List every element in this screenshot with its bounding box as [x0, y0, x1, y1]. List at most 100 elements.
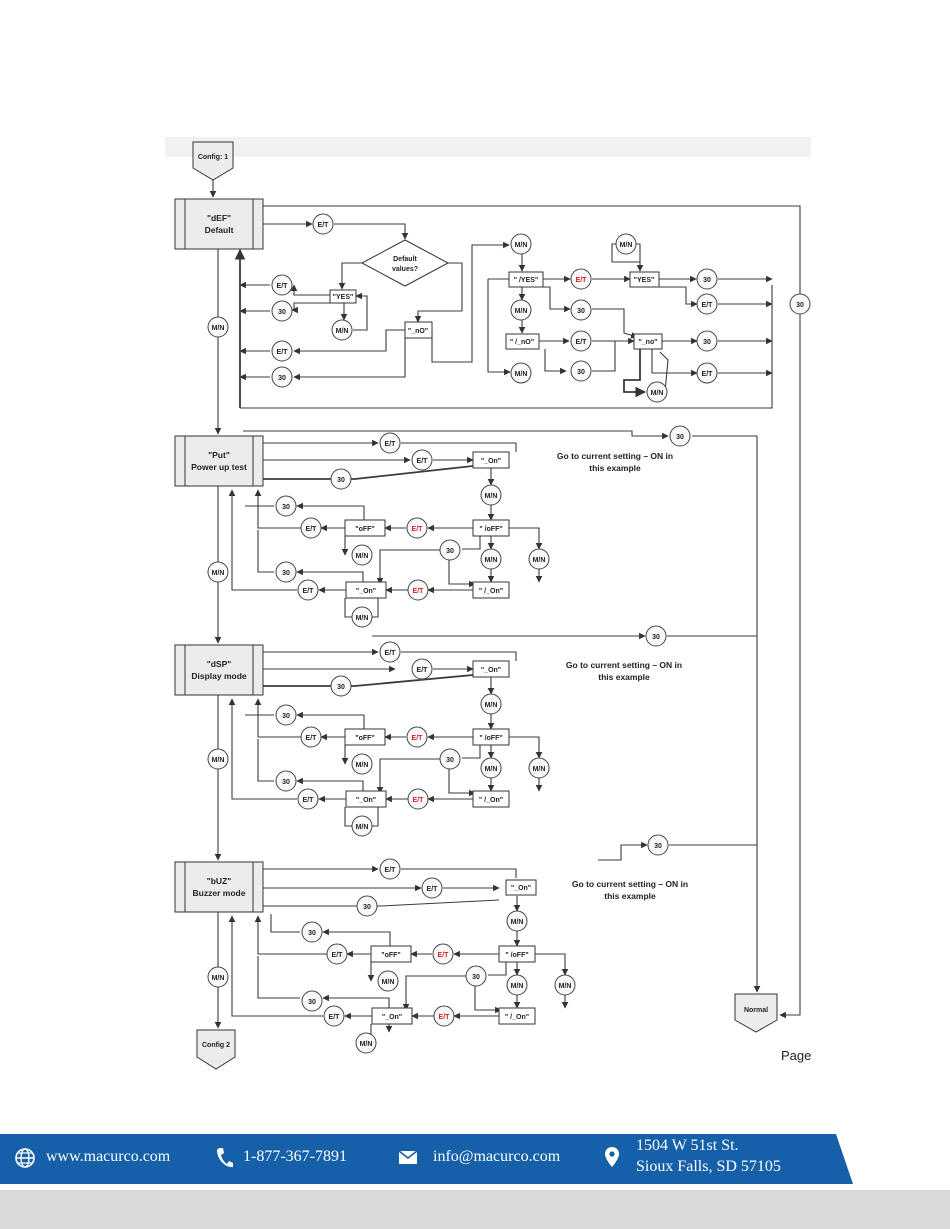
step-circle [480, 484, 502, 506]
flow-arrow [344, 598, 352, 618]
node-label: 30 [278, 375, 286, 382]
state-box [174, 435, 264, 487]
node-label: 30 [282, 504, 290, 511]
node-label: 30 [796, 302, 804, 309]
node-label: "oFF" [355, 735, 374, 742]
flow-arrow [509, 736, 543, 759]
node-label: M/N [356, 553, 369, 560]
flow-arrow [488, 962, 507, 976]
node-label: this example [604, 891, 656, 901]
node-label: " /oFF" [479, 526, 502, 533]
flow-arrow [535, 953, 569, 976]
state-box [472, 519, 510, 537]
step-circle [480, 693, 502, 715]
step-circle [696, 330, 718, 352]
step-circle [432, 943, 454, 965]
section-code: "bUZ" [207, 876, 232, 886]
no-box [404, 321, 433, 339]
step-circle [301, 990, 323, 1012]
step-circle [330, 468, 352, 490]
node-label: M/N [212, 570, 225, 577]
section-code: "Put" [208, 450, 230, 460]
state-box [174, 644, 264, 696]
globe-icon [15, 1148, 35, 1168]
normal-node: Normal [734, 993, 778, 1033]
node-label: E/T [438, 952, 450, 959]
node-label: 30 [703, 339, 711, 346]
start-label: Config: 1 [198, 154, 228, 161]
step-circle [207, 561, 229, 583]
node-label: " /oFF" [479, 735, 502, 742]
flow-arrow [296, 568, 364, 582]
step-circle [480, 757, 502, 779]
flow-arrow [257, 739, 274, 782]
flow-arrow [257, 956, 300, 999]
node-label: M/N [356, 615, 369, 622]
flow-arrow [353, 292, 368, 331]
node-label: 30 [282, 570, 290, 577]
node-label: 30 [577, 308, 585, 315]
node-label: M/N [485, 557, 498, 564]
footer-website[interactable]: www.macurco.com [46, 1148, 171, 1165]
node-label: "_On" [382, 1014, 402, 1021]
step-circle [528, 757, 550, 779]
node-label: E/T [576, 277, 588, 284]
step-circle [379, 641, 401, 663]
node-label: Go to current setting – ON in [557, 451, 673, 461]
state-box [174, 861, 264, 913]
node-label: E/T [417, 667, 429, 674]
node-label: E/T [439, 1014, 451, 1021]
step-circle [379, 858, 401, 880]
state-box [505, 879, 537, 896]
envelope-icon [398, 1150, 418, 1164]
flow-arrow [228, 698, 297, 800]
flow-arrow [254, 698, 302, 738]
section-default: "dEF" Default [174, 198, 264, 250]
state-box [472, 581, 510, 599]
state-box [371, 1007, 413, 1025]
node-label: 30 [577, 369, 585, 376]
step-circle [406, 726, 428, 748]
node-label: 30 [308, 999, 316, 1006]
shape [734, 993, 778, 1033]
dsp-flow: "_On" " /oFF" "oFF" " /_On" "_On" E/T 30… [207, 625, 757, 837]
flow-arrow [263, 674, 474, 687]
step-circle [647, 834, 669, 856]
step-circle [379, 432, 401, 454]
node-label: E/T [702, 371, 714, 378]
node-label: 30 [472, 974, 480, 981]
flow-arrow [372, 598, 379, 618]
section-buzzer-mode: "bUZ" Buzzer mode [174, 861, 264, 913]
node-label: 30 [654, 843, 662, 850]
step-circle [554, 974, 576, 996]
node-label: E/T [277, 349, 289, 356]
yes-box [329, 289, 357, 304]
flow-arrow [293, 338, 406, 381]
flow-arrow [474, 986, 502, 1014]
footer-email[interactable]: info@macurco.com [433, 1148, 561, 1165]
footer-phone[interactable]: 1-877-367-7891 [243, 1148, 347, 1165]
step-circle [570, 299, 592, 321]
state-box [345, 581, 387, 599]
node-label: M/N [511, 983, 524, 990]
step-circle [207, 966, 229, 988]
main-connectors [209, 180, 801, 1029]
node-label: M/N [511, 919, 524, 926]
page-label: Page [781, 1048, 812, 1063]
step-circle [300, 726, 322, 748]
state-box [472, 660, 510, 678]
node-label: "oFF" [381, 952, 400, 959]
step-circle [615, 233, 637, 255]
node-label: Go to current setting – ON in [572, 879, 688, 889]
no-value-box [633, 333, 663, 350]
flow-arrow [592, 308, 638, 339]
node-label: 30 [282, 779, 290, 786]
no-selected-box [505, 333, 540, 350]
shape [196, 1029, 236, 1070]
step-circle [377, 970, 399, 992]
step-circle [330, 675, 352, 697]
step-circle [411, 658, 433, 680]
flow-arrow [254, 915, 328, 955]
state-box [472, 451, 510, 469]
